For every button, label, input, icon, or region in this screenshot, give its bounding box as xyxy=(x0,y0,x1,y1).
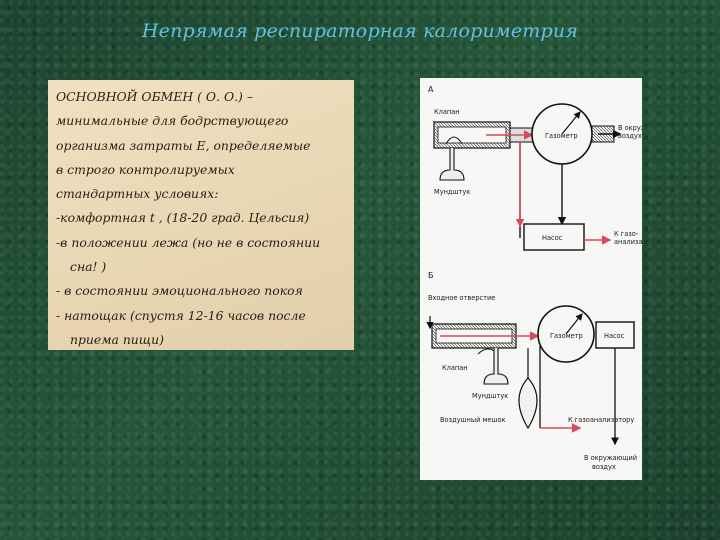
label-mouthpiece-b: Мундштук xyxy=(472,392,508,400)
text-line: ОСНОВНОЙ ОБМЕН ( О. О.) – xyxy=(56,89,254,104)
text-line: минимальные для бодрствующего xyxy=(56,113,289,129)
label-valve-a: Клапан xyxy=(434,108,460,116)
pump-a xyxy=(523,223,585,251)
slide-title: Непрямая респираторная калориметрия xyxy=(141,20,579,42)
gasometer-needle-b xyxy=(565,313,583,335)
panel-a-letter: А xyxy=(428,85,434,94)
panel-a: А Клапан Газометр В окружающий воздух Му… xyxy=(428,85,642,251)
label-to-air-a2: воздух xyxy=(618,132,642,140)
text-line: организма затраты Е, определяемые xyxy=(56,137,311,153)
label-gasometer-b: Газометр xyxy=(550,332,583,340)
text-line: в строго контролируемых xyxy=(56,161,235,177)
text-line: -в положении лежа (но не в состоянии xyxy=(56,234,321,250)
label-pump-a: Насос xyxy=(542,234,563,242)
label-valve-b: Клапан xyxy=(442,364,468,372)
air-bag xyxy=(518,377,538,430)
label-to-air-b2: воздух xyxy=(592,463,616,471)
label-to-air-a1: В окружающий xyxy=(618,124,642,132)
text-line: стандартных условиях: xyxy=(56,186,219,202)
label-gasometer-a: Газометр xyxy=(545,132,578,140)
label-to-analyzer-b: К газоанализатору xyxy=(568,416,634,424)
pump-b xyxy=(595,321,635,349)
text-line: сна! ) xyxy=(70,259,107,275)
label-pump-b: Насос xyxy=(604,332,625,340)
calorimetry-diagram: А Клапан Газометр В окружающий воздух Му… xyxy=(420,78,642,480)
panel-b: Б Входное отверстие Газометр Насос Клапа… xyxy=(426,271,637,471)
diagram-svg: А Клапан Газометр В окружающий воздух Му… xyxy=(426,85,642,471)
mouthpiece-b xyxy=(483,348,509,385)
valve-flap xyxy=(445,136,463,145)
text-line: -комфортная t , (18-20 град. Цельсия) xyxy=(56,210,310,226)
label-to-air-b1: В окружающий xyxy=(584,454,637,462)
label-air-bag: Воздушный мешок xyxy=(440,416,506,424)
panel-b-letter: Б xyxy=(428,271,434,280)
label-inlet-b: Входное отверстие xyxy=(428,294,495,302)
text-card: ОСНОВНОЙ ОБМЕН ( О. О.) – минимальные дл… xyxy=(48,80,354,350)
label-to-analyzer-a2: анализатору xyxy=(614,238,642,246)
text-line: - в состоянии эмоционального покоя xyxy=(56,283,303,299)
label-mouthpiece-a: Мундштук xyxy=(434,188,470,196)
text-line: - натощак (спустя 12-16 часов после xyxy=(56,307,306,323)
label-to-analyzer-a1: К газо- xyxy=(614,230,639,238)
gasometer-needle xyxy=(561,111,581,135)
mouthpiece-a xyxy=(439,148,465,181)
text-line: приема пищи) xyxy=(70,331,165,347)
